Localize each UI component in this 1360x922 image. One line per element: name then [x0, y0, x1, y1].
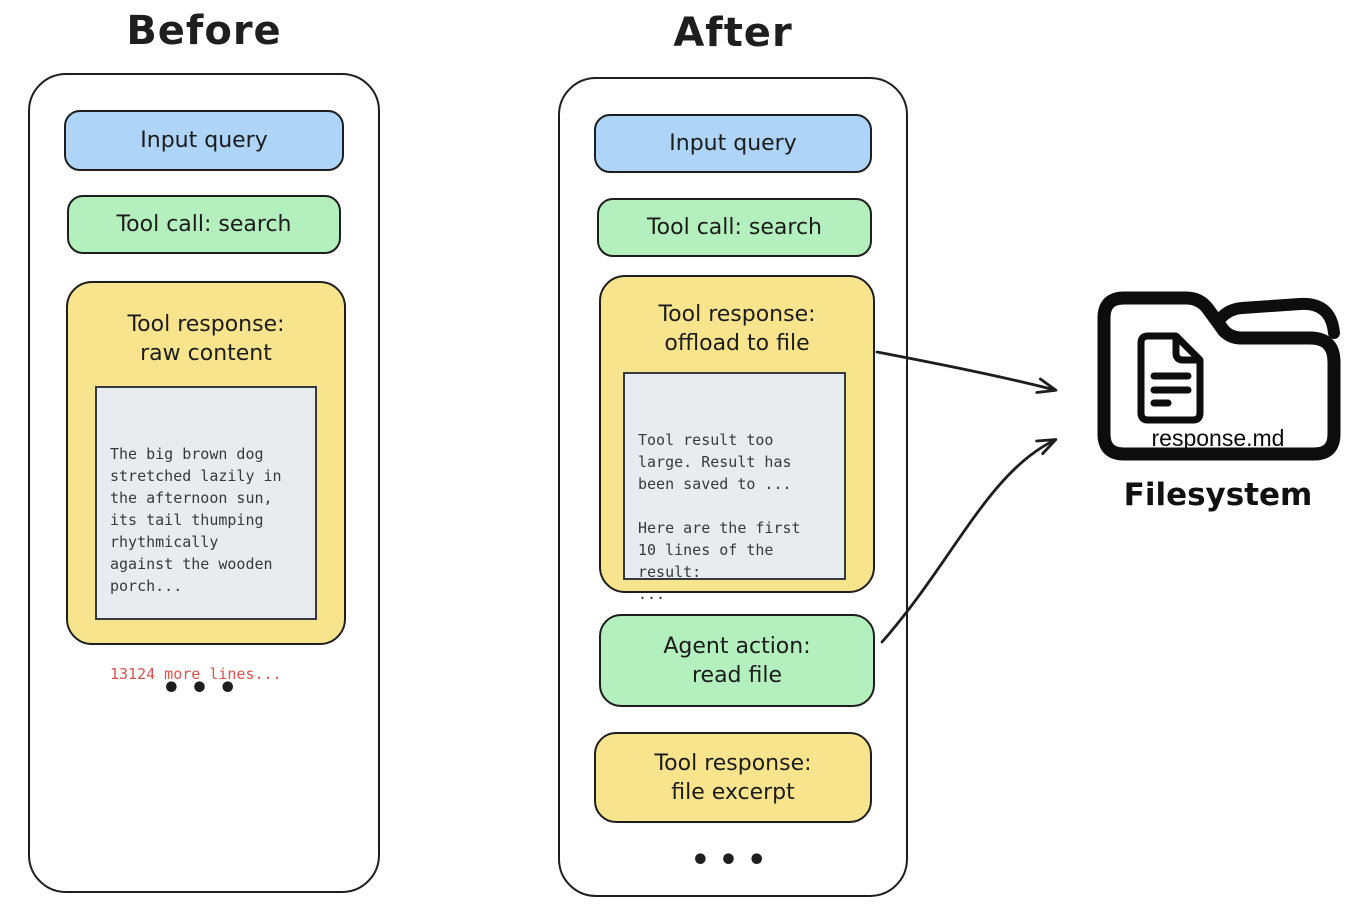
after-input-query-box: Input query — [594, 114, 872, 173]
before-ellipsis: ••• — [161, 671, 247, 706]
after-offload-message-box: Tool result too large. Result has been s… — [623, 372, 846, 603]
document-icon — [1137, 332, 1204, 424]
before-truncation-note: 13124 more lines... — [110, 665, 282, 683]
before-tool-call-box: Tool call: search — [67, 195, 341, 254]
before-tool-response-label: Tool response: raw content — [127, 312, 285, 366]
before-raw-content-text: The big brown dog stretched lazily in th… — [110, 445, 282, 595]
filesystem-file-name: response.md — [1151, 425, 1285, 451]
after-agent-action-box: Agent action: read file — [599, 614, 875, 707]
filesystem-label: Filesystem — [1123, 477, 1313, 513]
before-raw-content-box: The big brown dog stretched lazily in th… — [95, 386, 317, 683]
after-panel: Input query Tool call: search Tool respo… — [558, 77, 908, 897]
before-panel: Input query Tool call: search Tool respo… — [28, 73, 380, 893]
after-offload-message-text: Tool result too large. Result has been s… — [638, 431, 801, 603]
after-title: After — [673, 10, 793, 56]
after-ellipsis: ••• — [690, 843, 776, 878]
after-file-excerpt-box: Tool response: file excerpt — [594, 732, 872, 823]
before-input-query-box: Input query — [64, 110, 344, 171]
after-tool-response-box: Tool response: offload to file Tool resu… — [599, 275, 875, 603]
after-tool-response-label: Tool response: offload to file — [658, 302, 816, 356]
before-title: Before — [126, 8, 282, 54]
before-tool-response-box: Tool response: raw content The big brown… — [66, 281, 346, 683]
after-tool-call-box: Tool call: search — [597, 198, 872, 257]
